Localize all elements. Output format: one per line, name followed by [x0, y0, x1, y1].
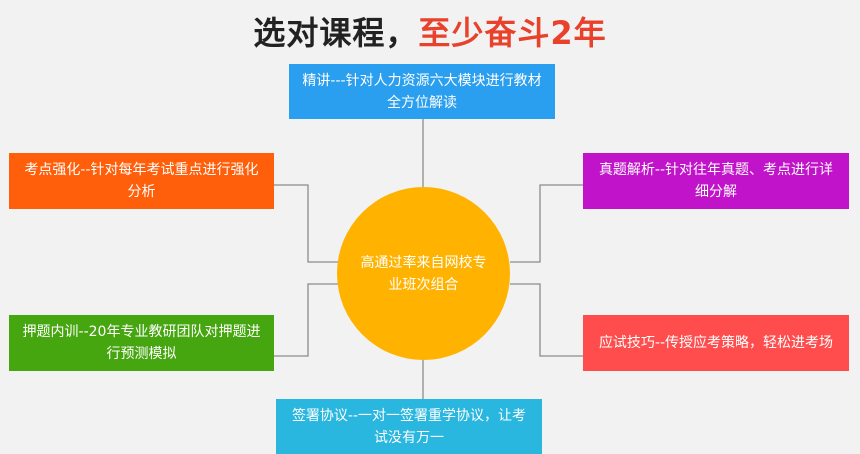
connector-top-right [510, 184, 583, 263]
title-part-dark: 选对课程， [253, 14, 419, 52]
page-title: 选对课程，至少奋斗2年 [0, 8, 860, 54]
box-lecture: 精讲---针对人力资源六大模块进行教材全方位解读 [289, 64, 555, 119]
box-exam-tips-text: 应试技巧--传授应考策略，轻松进考场 [598, 335, 834, 351]
center-circle-text: 高通过率来自网校专业班次组合 [360, 254, 487, 293]
connector-bottom-right [510, 283, 583, 357]
box-past-exams: 真题解析--针对往年真题、考点进行详细分解 [583, 153, 849, 209]
title-part-accent: 至少奋斗2年 [418, 14, 607, 52]
box-agreement: 签署协议--一对一签署重学协议，让考试没有万一 [276, 399, 542, 454]
box-key-points-text: 考点强化--针对每年考试重点进行强化分析 [24, 162, 259, 200]
box-past-exams-text: 真题解析--针对往年真题、考点进行详细分解 [598, 162, 834, 200]
box-mock-questions-text: 押题内训--20年专业教研团队对押题进行预测模拟 [22, 324, 261, 362]
box-lecture-text: 精讲---针对人力资源六大模块进行教材全方位解读 [302, 72, 542, 111]
connector-top-left [274, 184, 338, 263]
box-agreement-text: 签署协议--一对一签署重学协议，让考试没有万一 [291, 407, 527, 446]
box-exam-tips: 应试技巧--传授应考策略，轻松进考场 [583, 315, 849, 371]
connector-bottom-left [274, 283, 338, 357]
box-key-points: 考点强化--针对每年考试重点进行强化分析 [9, 153, 274, 209]
box-mock-questions: 押题内训--20年专业教研团队对押题进行预测模拟 [9, 315, 274, 371]
center-circle: 高通过率来自网校专业班次组合 [337, 187, 510, 360]
